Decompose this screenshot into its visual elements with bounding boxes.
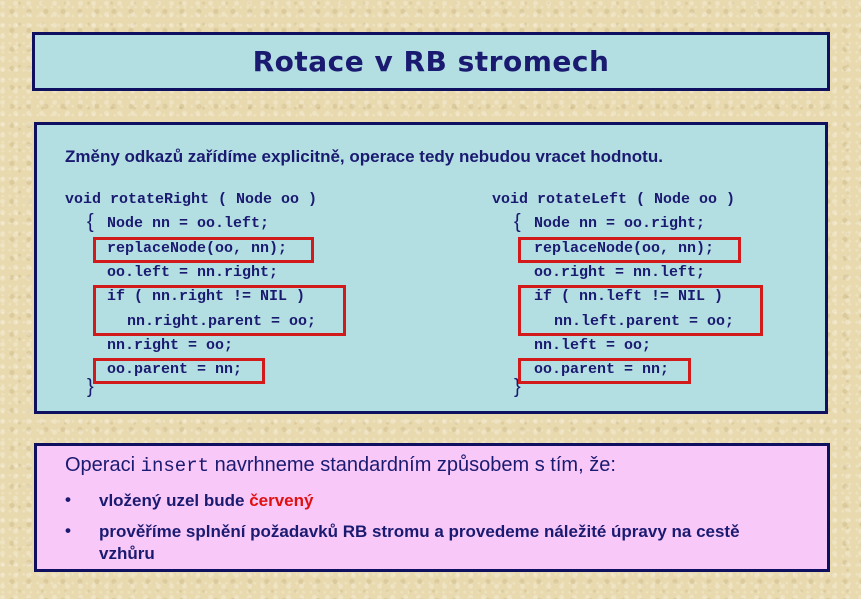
insert-panel: Operaci insert navrhneme standardním způ… — [34, 443, 830, 572]
rotate-right-line4: if ( nn.right != NIL ) — [107, 288, 306, 305]
rotate-left-header: void rotateLeft ( Node oo ) — [492, 191, 736, 208]
rotate-left-line3: oo.right = nn.left; — [534, 264, 706, 281]
insert-lead-before: Operaci — [65, 454, 141, 476]
rotate-right-line1: Node nn = oo.left; — [107, 215, 270, 232]
bullet-dot: • — [65, 521, 71, 540]
bullet-dot: • — [65, 490, 71, 509]
insert-lead: Operaci insert navrhneme standardním způ… — [65, 454, 616, 477]
rotate-right-line5: nn.right.parent = oo; — [127, 313, 317, 330]
bullet2-text: prověříme splnění požadavků RB stromu a … — [99, 522, 740, 563]
rotate-right-line3: oo.left = nn.right; — [107, 264, 279, 281]
code-panel: Změny odkazů zařídíme explicitně, operac… — [34, 122, 828, 414]
rotate-left-line6: nn.left = oo; — [534, 337, 652, 354]
insert-lead-code: insert — [140, 455, 210, 477]
highlight-replace-node-left — [518, 237, 741, 263]
intro-text: Změny odkazů zařídíme explicitně, operac… — [65, 147, 663, 166]
title-banner: Rotace v RB stromech — [32, 32, 830, 91]
highlight-parent-update-right — [93, 285, 346, 336]
bullet1-text: vložený uzel bude — [99, 491, 250, 510]
rotate-right-brace-open: { — [87, 211, 94, 233]
rotate-left-line4: if ( nn.left != NIL ) — [534, 288, 724, 305]
rotate-left-line7: oo.parent = nn; — [534, 361, 670, 378]
rotate-right-line6: nn.right = oo; — [107, 337, 234, 354]
rotate-right-line2: replaceNode(oo, nn); — [107, 240, 288, 257]
rotate-left-line1: Node nn = oo.right; — [534, 215, 706, 232]
slide-title: Rotace v RB stromech — [252, 45, 610, 78]
highlight-oo-parent-left — [518, 358, 691, 384]
bullet1-highlight: červený — [249, 491, 314, 510]
rotate-right-line7: oo.parent = nn; — [107, 361, 243, 378]
rotate-left-line5: nn.left.parent = oo; — [554, 313, 735, 330]
highlight-parent-update-left — [518, 285, 763, 336]
rotate-right-header: void rotateRight ( Node oo ) — [65, 191, 318, 208]
highlight-oo-parent-right — [93, 358, 265, 384]
rotate-left-brace-open: { — [514, 211, 521, 233]
insert-lead-after: navrhneme standardním způsobem s tím, že… — [209, 454, 616, 476]
rotate-left-brace-close: } — [514, 376, 521, 398]
highlight-replace-node-right — [93, 237, 314, 263]
rotate-left-line2: replaceNode(oo, nn); — [534, 240, 715, 257]
rotate-right-brace-close: } — [87, 376, 94, 398]
